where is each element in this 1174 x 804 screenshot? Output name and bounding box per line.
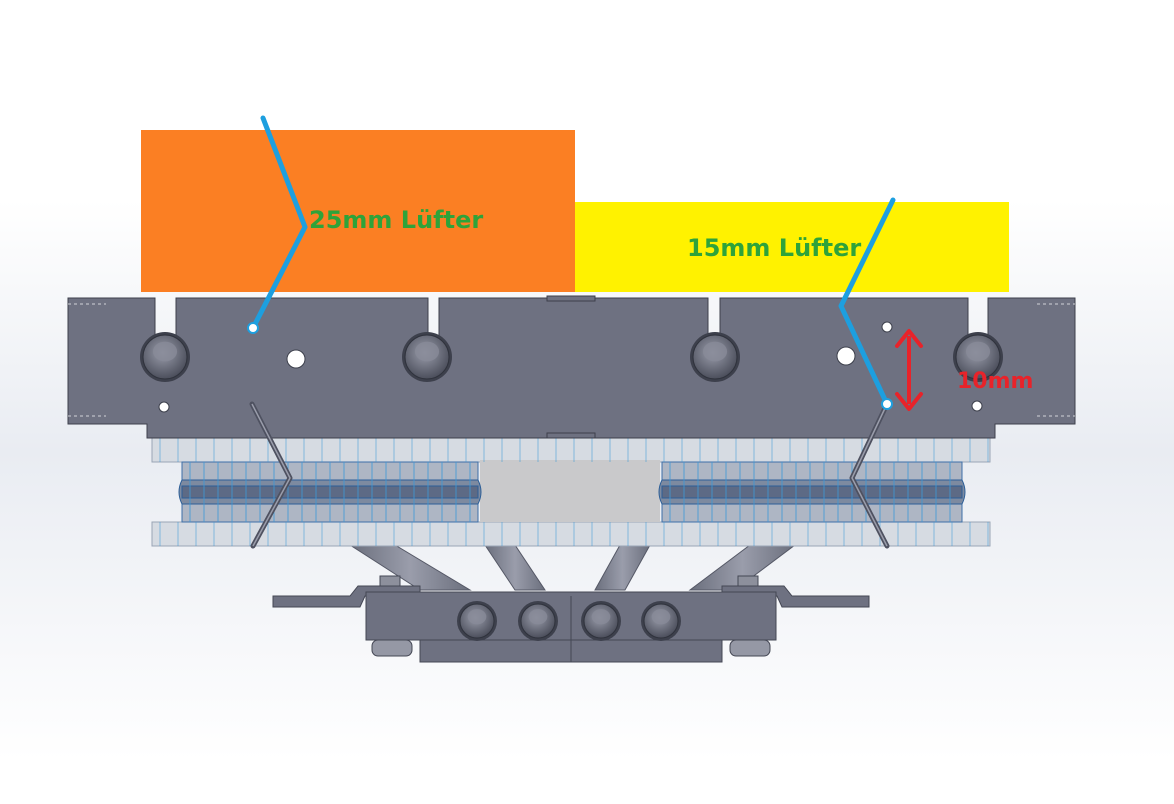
label-15mm-fan: 15mm Lüfter [687,234,861,262]
mounting-bracket [272,575,870,663]
leader-line-15mm [838,197,896,407]
leader-lines [247,115,896,410]
leader-line-25mm [250,115,308,331]
fan-wire-clips [249,401,890,549]
label-25mm-fan: 25mm Lüfter [309,206,483,234]
fan-25mm-block [141,130,575,292]
dimension-arrow-10mm [895,329,923,411]
fin-stack [151,437,991,547]
label-10mm: 10mm [957,369,1033,394]
heatpipes [348,544,797,591]
fan-15mm-block [575,202,1009,292]
top-plate [67,295,1076,439]
